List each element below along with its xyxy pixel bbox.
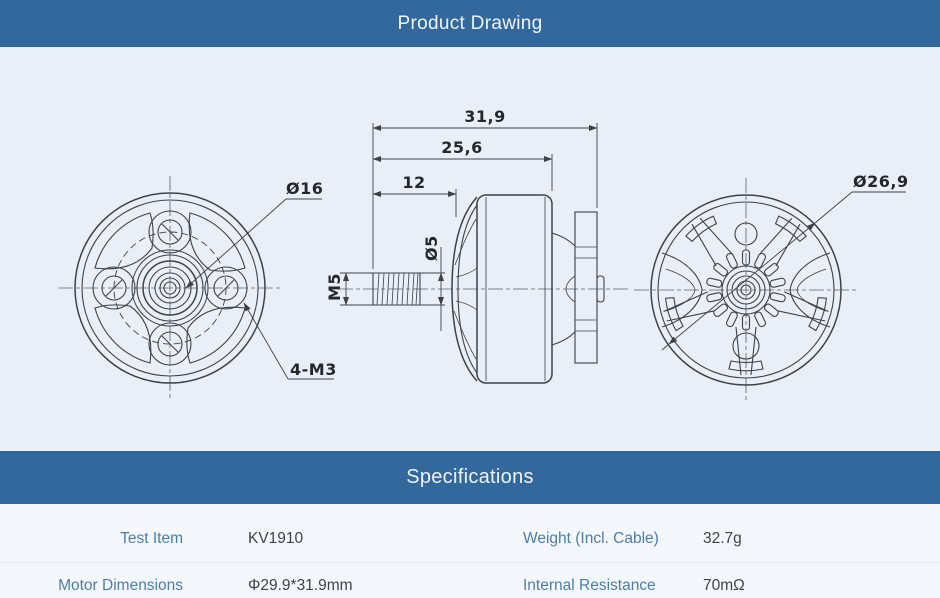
dim-overall-length: 31,9 [464, 107, 505, 126]
spec-label-motor-dimensions: Motor Dimensions [58, 577, 183, 594]
specifications-table: Test Item KV1910 Weight (Incl. Cable) 32… [0, 516, 940, 598]
rear-diameter-label: Ø26,9 [853, 172, 909, 191]
specifications-header: Specifications [0, 451, 940, 504]
spec-label-test-item: Test Item [120, 530, 183, 547]
product-drawing-header: Product Drawing [0, 0, 940, 47]
spec-label-internal-resistance: Internal Resistance [523, 577, 656, 594]
dim-shaft-diameter: Ø5 [422, 235, 441, 261]
rear-view-drawing: Ø26,9 [634, 172, 909, 402]
spec-value-weight: 32.7g [703, 530, 742, 547]
motor-technical-drawing: Ø16 4-M3 [58, 107, 909, 402]
side-view-drawing: 31,9 25,6 12 Ø5 M5 [325, 107, 628, 384]
dim-body-length: 25,6 [441, 138, 482, 157]
dim-shaft-length: 12 [402, 173, 425, 192]
front-mount-label: 4-M3 [290, 360, 337, 379]
front-diameter-label: Ø16 [286, 179, 323, 198]
dim-thread-spec: M5 [325, 273, 344, 301]
front-view-drawing: Ø16 4-M3 [58, 176, 337, 400]
spec-row: Test Item KV1910 Weight (Incl. Cable) 32… [0, 516, 940, 563]
drawing-canvas: Ø16 4-M3 [0, 47, 940, 451]
spec-value-test-item: KV1910 [248, 530, 304, 547]
spec-row: Motor Dimensions Φ29.9*31.9mm Internal R… [0, 563, 940, 598]
product-drawing-title: Product Drawing [397, 12, 543, 34]
specifications-section: Test Item KV1910 Weight (Incl. Cable) 32… [0, 504, 940, 598]
spec-value-internal-resistance: 70mΩ [703, 577, 745, 594]
spec-value-motor-dimensions: Φ29.9*31.9mm [248, 577, 353, 594]
specifications-title: Specifications [406, 466, 534, 488]
spec-label-weight: Weight (Incl. Cable) [523, 530, 659, 547]
